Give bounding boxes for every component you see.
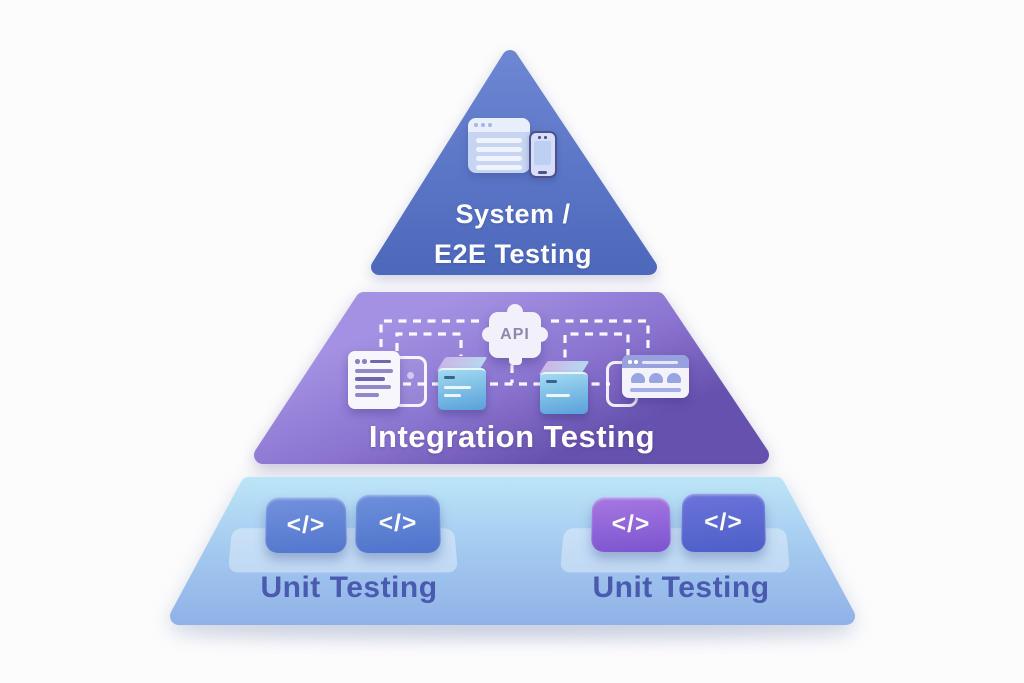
unit-code-tile-1: </> [265,497,347,553]
api-badge-text: API [500,326,530,343]
card-line [355,393,379,397]
integration-tier-shape [254,292,769,464]
puzzle-knob [507,304,523,320]
browser-text-line [476,138,522,143]
puzzle-knob [509,356,522,365]
user-bump [667,373,681,383]
system-tier-label-line2: E2E Testing [433,239,593,269]
browser-text-line [476,147,522,152]
browser-window-icon [468,118,530,173]
browser-users-dot [634,360,638,364]
phone-outline-dot [407,372,414,379]
integration-tier-label: Integration Testing [368,419,656,454]
unit-code-tile-4: </> [681,493,766,552]
api-puzzle-icon: API [482,304,548,365]
box-line [444,376,455,379]
browser-users-bottom-line [630,388,681,392]
card-line [355,377,385,381]
code-icon: </> [611,510,651,538]
database-box-icon-left [436,356,488,412]
phone-home-button [538,171,547,174]
card-dot [355,359,360,364]
card-line [370,359,391,363]
system-tier-label-line1: System / [455,199,571,229]
system-tier-label: System / E2E Testing [383,194,643,274]
box-front-face [540,372,588,414]
unit-tier-label-left: Unit Testing [260,571,438,604]
user-bump [631,373,645,383]
code-icon: </> [286,511,326,538]
smartphone-icon [529,131,557,178]
user-bump [649,373,663,383]
browser-text-line [476,165,522,170]
card-line [355,369,393,373]
database-box-icon-right [538,360,590,416]
unit-code-tile-3: </> [591,497,671,552]
code-icon: </> [704,508,743,536]
phone-dot [538,136,541,139]
browser-header [468,118,530,132]
box-front-face [438,368,486,410]
code-icon: </> [378,509,418,537]
card-dot [362,359,367,364]
unit-code-tile-2: </> [355,494,441,553]
box-line [546,380,557,383]
browser-dot [481,123,485,127]
browser-text-line [476,156,522,161]
browser-dot [474,123,478,127]
card-line [355,385,391,389]
box-line [444,394,461,397]
browser-users-icon [622,355,689,398]
puzzle-knob [482,327,497,342]
phone-screen [534,141,551,165]
ground-shadow [185,622,845,640]
puzzle-knob [533,327,548,342]
document-card-icon [348,351,400,409]
box-line [546,394,570,397]
browser-users-header-line [642,361,678,364]
browser-users-dot [628,360,632,364]
browser-dot [488,123,492,127]
unit-tier-label-right: Unit Testing [592,571,770,604]
box-line [444,386,471,389]
phone-dot [544,136,547,139]
